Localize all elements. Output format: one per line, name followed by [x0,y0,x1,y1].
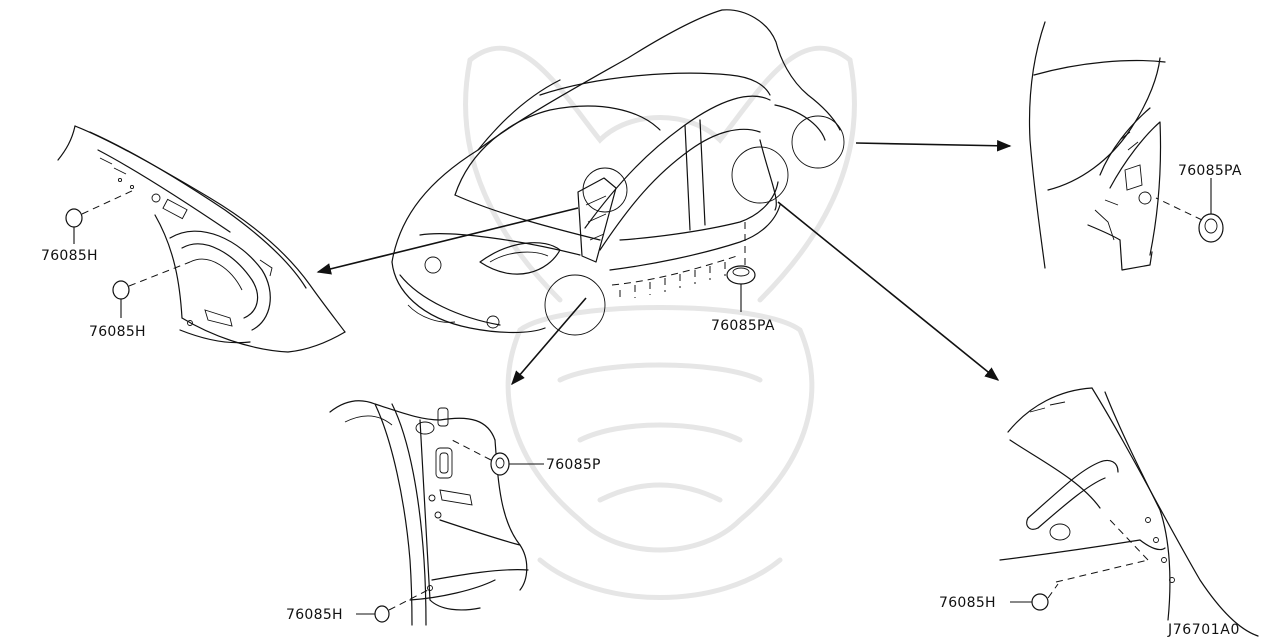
callout-label: 76085PA [1178,163,1242,179]
callout-label: 76085H [89,324,146,340]
diagram-reference-code: J76701A0 [1167,622,1240,638]
grommet-76085pa-right [1198,213,1224,243]
front-pillar-detail [57,125,346,353]
rear-quarter-detail [999,387,1259,637]
callout-labels: 76085H 76085H 76085PA 76085PA 76085P 760… [41,163,1242,638]
rear-arch-detail [1028,21,1166,271]
plugs [65,208,1224,623]
plug-76085h-upper [65,208,83,228]
grommet-76085p [490,452,510,476]
b-pillar-detail [329,400,529,626]
plug-76085h-bottom-right [1031,593,1049,611]
leader-lines [73,178,1212,615]
plug-76085h-bottom-center [374,605,390,623]
callout-label: 76085H [41,248,98,264]
callout-label: 76085H [286,607,343,623]
plug-76085h-lower [112,280,130,300]
car-body [391,9,845,336]
grommet-76085pa-center [726,265,756,285]
callout-label: 76085H [939,595,996,611]
callout-label: 76085PA [711,318,775,334]
detail-arrows [316,139,1012,386]
callout-label: 76085P [546,457,601,473]
